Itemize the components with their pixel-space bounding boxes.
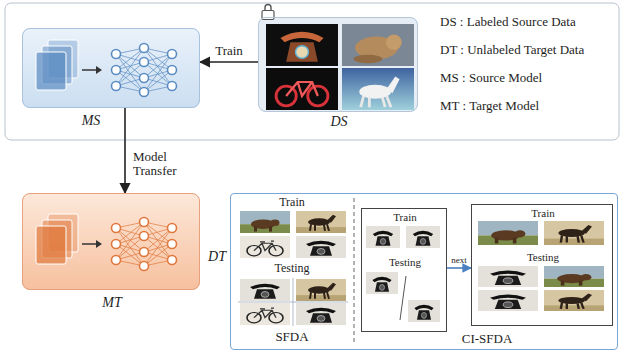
image-thumbnail <box>296 236 346 258</box>
legend-text: DS : Labeled Source Data <box>440 15 576 30</box>
image-thumbnail <box>240 303 290 325</box>
legend-text: DT : Unlabeled Target Data <box>440 43 584 58</box>
stage-box: TrainTesting <box>471 204 613 326</box>
image-thumbnail <box>366 272 398 294</box>
image-thumbnail <box>478 221 538 245</box>
image-thumbnail <box>266 24 338 66</box>
section-title: CI-SFDA <box>462 332 513 347</box>
node-text: Train <box>393 211 416 224</box>
node-text: DS <box>330 114 347 130</box>
legend-text: MS : Source Model <box>440 71 542 86</box>
source-model-fill <box>22 28 200 108</box>
model-box: MS <box>22 28 200 108</box>
connector-arrow <box>447 267 471 269</box>
target-data-fill <box>230 193 618 350</box>
node-text: Testing <box>527 251 559 264</box>
model-box: MT <box>22 193 200 290</box>
dashed-divider <box>354 198 355 345</box>
network-icon <box>36 40 177 97</box>
node-text: MT <box>102 295 121 311</box>
node-text: DT <box>208 249 226 265</box>
source-data-fill <box>258 17 418 112</box>
image-thumbnail <box>296 211 346 233</box>
image-thumbnail <box>406 226 440 248</box>
image-thumbnail <box>266 68 338 110</box>
image-thumbnail <box>240 236 290 258</box>
dataset-box: DS <box>258 17 418 112</box>
image-thumbnail <box>240 279 290 301</box>
image-thumbnail <box>342 68 414 110</box>
section-label: Testing <box>274 262 309 276</box>
image-thumbnail <box>296 279 346 301</box>
image-thumbnail <box>544 290 604 311</box>
connector-arrow <box>124 108 126 193</box>
image-thumbnail <box>544 221 604 245</box>
edge-label: next <box>451 255 467 265</box>
image-thumbnail <box>296 303 346 325</box>
edge-label: Train <box>215 44 243 59</box>
image-thumbnail <box>408 300 440 322</box>
edge-label: Model Transfer <box>133 150 195 180</box>
node-text: Train <box>531 207 554 220</box>
stage-fill <box>360 207 446 331</box>
node-text: Testing <box>389 256 421 269</box>
image-thumbnail <box>366 226 400 248</box>
divider <box>293 278 294 326</box>
image-thumbnail <box>342 24 414 66</box>
source-panel <box>5 3 619 140</box>
section-label: Train <box>279 196 305 210</box>
network-icon <box>36 214 177 271</box>
stage-box: TrainTesting <box>361 208 447 332</box>
image-thumbnail <box>240 211 290 233</box>
connector-arrow <box>200 61 258 63</box>
legend-text: MT : Target Model <box>440 99 539 114</box>
stage-fill <box>470 203 612 325</box>
target-model-fill <box>22 193 200 290</box>
node-text: MS <box>82 113 101 129</box>
image-thumbnail <box>478 266 538 287</box>
section-title: SFDA <box>275 330 308 345</box>
image-thumbnail <box>478 290 538 311</box>
slash <box>400 276 406 320</box>
image-thumbnail <box>544 266 604 287</box>
